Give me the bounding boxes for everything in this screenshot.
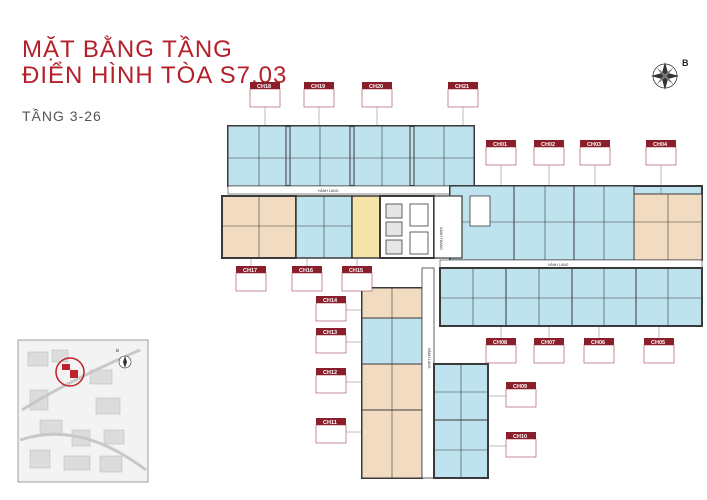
west-block: [221, 195, 381, 259]
svg-text:CH03: CH03: [587, 142, 601, 148]
svg-text:CH20: CH20: [369, 84, 383, 90]
svg-text:CH01: CH01: [493, 142, 507, 148]
unit-tags: CH18 CH19 CH20 CH21 CH01 CH02: [235, 82, 677, 458]
unit-tag-ch10: CH10: [505, 432, 537, 458]
svg-text:CH21: CH21: [455, 84, 469, 90]
leader-lines: [250, 107, 662, 447]
unit-tag-ch07: CH07: [533, 338, 565, 364]
svg-text:CH09: CH09: [513, 384, 527, 390]
unit-tag-ch05: CH05: [643, 338, 675, 364]
north-block: HÀNH LANG: [227, 125, 475, 195]
lobby-label: SẢNH THANG: [439, 227, 444, 250]
unit-tag-ch03: CH03: [579, 140, 611, 166]
unit-tag-ch06: CH06: [583, 338, 615, 364]
building-core: SẢNH THANG: [379, 195, 463, 259]
unit-tag-ch12: CH12: [315, 368, 347, 394]
corridor-east-label: HÀNH LANG: [548, 263, 569, 267]
svg-text:CH19: CH19: [311, 84, 325, 90]
unit-tag-ch02: CH02: [533, 140, 565, 166]
svg-text:CH15: CH15: [349, 268, 363, 274]
unit-tag-ch18: CH18: [249, 82, 281, 108]
compass-north-label: B: [682, 58, 689, 68]
unit-tag-ch14: CH14: [315, 296, 347, 322]
unit-tag-ch11: CH11: [315, 418, 347, 444]
svg-text:CH14: CH14: [323, 298, 338, 304]
svg-text:CH17: CH17: [243, 268, 257, 274]
unit-tag-ch01: CH01: [485, 140, 517, 166]
south-wing-west: HÀNH LANG: [361, 267, 435, 479]
unit-tag-ch08: CH08: [485, 338, 517, 364]
corridor-north-label: HÀNH LANG: [318, 189, 339, 193]
svg-text:CH06: CH06: [591, 340, 605, 346]
svg-text:CH12: CH12: [323, 370, 337, 376]
corridor-lower-label: HÀNH LANG: [427, 348, 431, 369]
unit-tag-ch20: CH20: [361, 82, 393, 108]
svg-text:CH18: CH18: [257, 84, 271, 90]
compass-icon: [651, 62, 679, 90]
unit-tag-ch16: CH16: [291, 266, 323, 292]
east-lower-block: [439, 267, 703, 327]
svg-text:CH08: CH08: [493, 340, 507, 346]
south-wing-east: [433, 363, 489, 479]
unit-tag-ch19: CH19: [303, 82, 335, 108]
svg-text:CH16: CH16: [299, 268, 313, 274]
unit-tag-ch17: CH17: [235, 266, 267, 292]
minimap-north-label: B: [116, 348, 119, 353]
northeast-block: HÀNH LANG: [439, 185, 703, 269]
svg-text:CH02: CH02: [541, 142, 555, 148]
unit-tag-ch21: CH21: [447, 82, 479, 108]
svg-text:CH11: CH11: [323, 420, 337, 426]
svg-text:CH04: CH04: [653, 142, 668, 148]
unit-tag-ch15: CH15: [341, 266, 373, 292]
svg-text:CH13: CH13: [323, 330, 337, 336]
page-title-line2: ĐIỂN HÌNH TÒA S7.03: [22, 62, 288, 89]
unit-tag-ch09: CH09: [505, 382, 537, 408]
svg-text:CH07: CH07: [541, 340, 555, 346]
unit-tag-ch13: CH13: [315, 328, 347, 354]
svg-text:CH10: CH10: [513, 434, 527, 440]
unit-tag-ch04: CH04: [645, 140, 677, 166]
site-minimap: B: [17, 339, 149, 483]
page-title-line1: MẶT BẰNG TẦNG: [22, 36, 233, 63]
svg-text:CH05: CH05: [651, 340, 665, 346]
floor-range: TẦNG 3-26: [22, 108, 102, 124]
